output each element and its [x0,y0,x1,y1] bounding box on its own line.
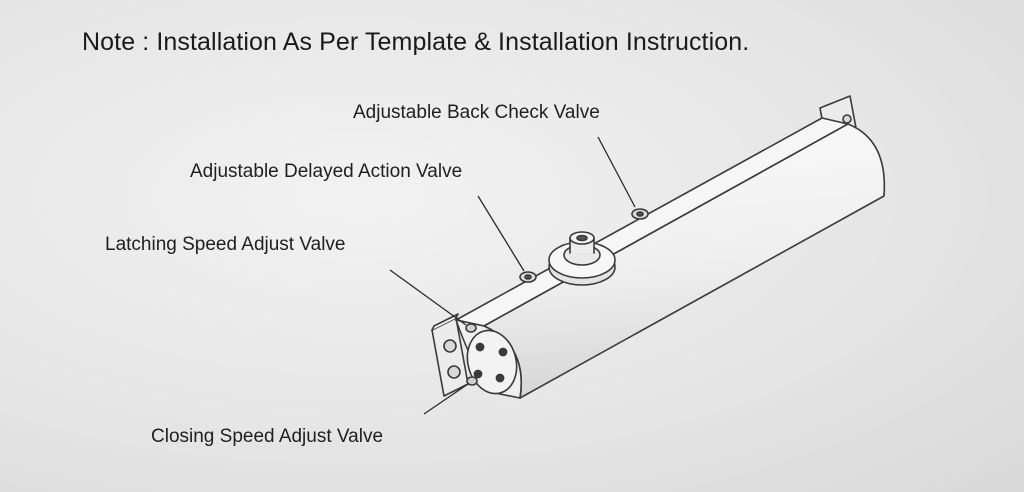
label-latching-speed-valve: Latching Speed Adjust Valve [105,234,346,255]
leader-latching-speed [389,269,467,326]
label-delayed-action-valve: Adjustable Delayed Action Valve [190,161,463,182]
plate-hole-bottom [447,365,461,379]
cap-screw-4 [495,373,505,383]
closing-speed-valve-screw [466,376,478,386]
pinion-hub [548,231,616,286]
leader-closing-speed [423,383,469,415]
closer-body [483,123,886,399]
label-back-check-valve: Adjustable Back Check Valve [353,102,600,123]
cap-screw-3 [473,369,483,379]
cap-screw-2 [498,347,508,357]
plate-hole-top [443,339,457,353]
leader-delayed-action [477,195,525,272]
cap-screw-1 [475,342,485,352]
bracket-hole [842,114,852,124]
leader-back-check [597,136,636,208]
installation-note: Note : Installation As Per Template & In… [82,28,750,56]
label-closing-speed-valve: Closing Speed Adjust Valve [151,426,384,447]
latching-speed-valve-screw [465,323,477,333]
end-cap [466,329,518,395]
